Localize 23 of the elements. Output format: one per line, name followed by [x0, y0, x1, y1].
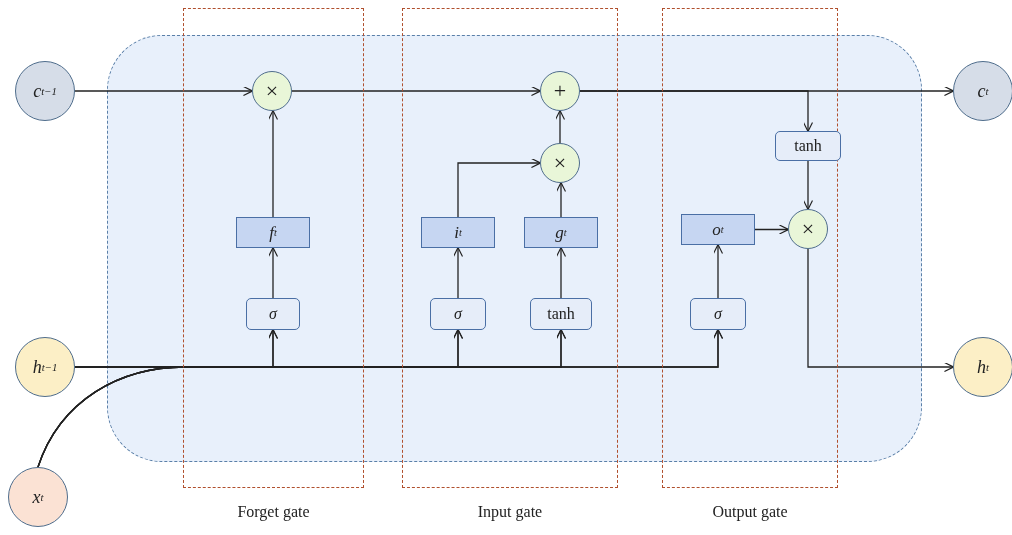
arrow: [452, 246, 464, 299]
arrow: [291, 85, 542, 97]
arrow: [802, 160, 814, 211]
arrow: [37, 328, 724, 468]
activation-box: σ: [690, 298, 746, 330]
activation-box: tanh: [530, 298, 592, 330]
arrow: [555, 246, 567, 299]
arrow: [267, 109, 279, 218]
gate-label: Output gate: [711, 503, 789, 521]
arrow: [579, 90, 814, 133]
activation-box: tanh: [775, 131, 841, 161]
gate-label: Forget gate: [236, 503, 311, 521]
arrow: [554, 109, 566, 144]
arrow: [807, 248, 955, 373]
arrow: [712, 243, 724, 299]
activation-box: σ: [430, 298, 486, 330]
activation-box: σ: [246, 298, 300, 330]
arrow: [754, 224, 790, 235]
arrow: [267, 246, 279, 299]
arrow: [555, 181, 567, 218]
arrow: [74, 85, 254, 97]
arrow: [457, 157, 542, 218]
gate-label: Input gate: [476, 503, 544, 521]
